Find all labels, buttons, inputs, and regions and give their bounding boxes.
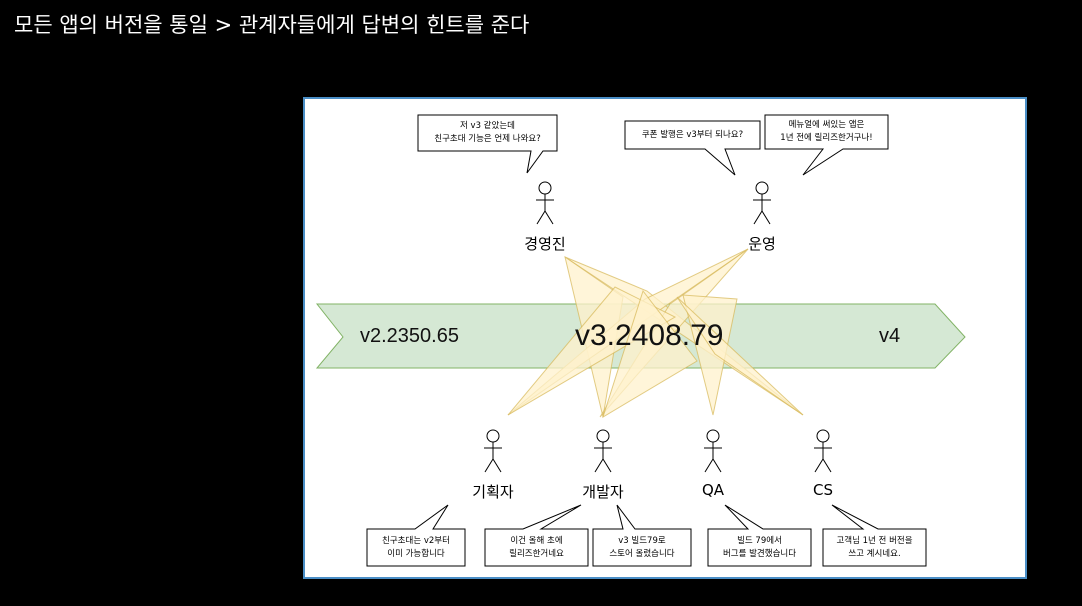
actor-cs-label: CS	[813, 481, 833, 499]
diagram-canvas: v2.2350.65 v3.2408.79 v4 경영진 운영 기획자 개발자 …	[303, 97, 1027, 579]
bubble-operations-menu-text: 메뉴얼에 써있는 앱은 1년 전에 릴리즈한거구나!	[780, 120, 873, 143]
actor-operations-label: 운영	[748, 235, 776, 253]
version-next-label: v4	[879, 325, 901, 347]
bubble-cs-text: 고객님 1년 전 버전을 쓰고 계시네요.	[836, 535, 913, 559]
bubble-operations-menu-shape	[764, 114, 889, 176]
bubble-cs-shape	[822, 504, 927, 567]
actor-executives-figure	[536, 181, 554, 225]
bubble-developer-release-shape	[484, 504, 589, 567]
actor-executives-label: 경영진	[524, 235, 566, 253]
slide-title: 모든 앱의 버전을 통일 > 관계자들에게 답변의 힌트를 준다	[14, 13, 530, 37]
actor-operations-figure	[753, 181, 771, 225]
actor-developer-label: 개발자	[582, 483, 624, 501]
ray-cs-up	[676, 296, 804, 416]
actor-planner-figure	[484, 429, 502, 473]
actor-qa-figure	[704, 429, 722, 473]
bubble-planner-shape	[366, 504, 466, 567]
actor-developer-figure	[594, 429, 612, 473]
bubble-planner-text: 친구초대는 v2부터 이미 가능합니다	[382, 535, 450, 559]
bubble-operations-coupon-text: 쿠폰 발행은 v3부터 되나요?	[641, 129, 744, 140]
ray-developer-up	[602, 289, 698, 419]
bubble-executives-shape	[417, 114, 558, 174]
bubble-qa-shape	[707, 504, 812, 567]
actor-cs-figure	[814, 429, 832, 473]
actor-planner-label: 기획자	[472, 483, 514, 501]
version-current-label: v3.2408.79	[575, 319, 724, 352]
attention-rays	[507, 248, 804, 419]
bubble-operations-coupon-shape	[624, 120, 761, 176]
bubble-executives-text: 저 v3 같았는데 친구초대 기능은 언제 나와요?	[434, 121, 541, 144]
bubble-qa-text: 빌드 79에서 버그를 발견했습니다	[722, 535, 797, 559]
version-old-label: v2.2350.65	[360, 325, 459, 347]
bubble-developer-build-shape	[592, 504, 692, 567]
diagram-svg	[315, 114, 966, 567]
bubble-developer-build-text: v3 빌드79로 스토어 올렸습니다	[609, 535, 675, 559]
bubble-developer-release-text: 이건 올해 초에 릴리즈한거네요	[509, 535, 564, 559]
actor-qa-label: QA	[701, 481, 725, 499]
